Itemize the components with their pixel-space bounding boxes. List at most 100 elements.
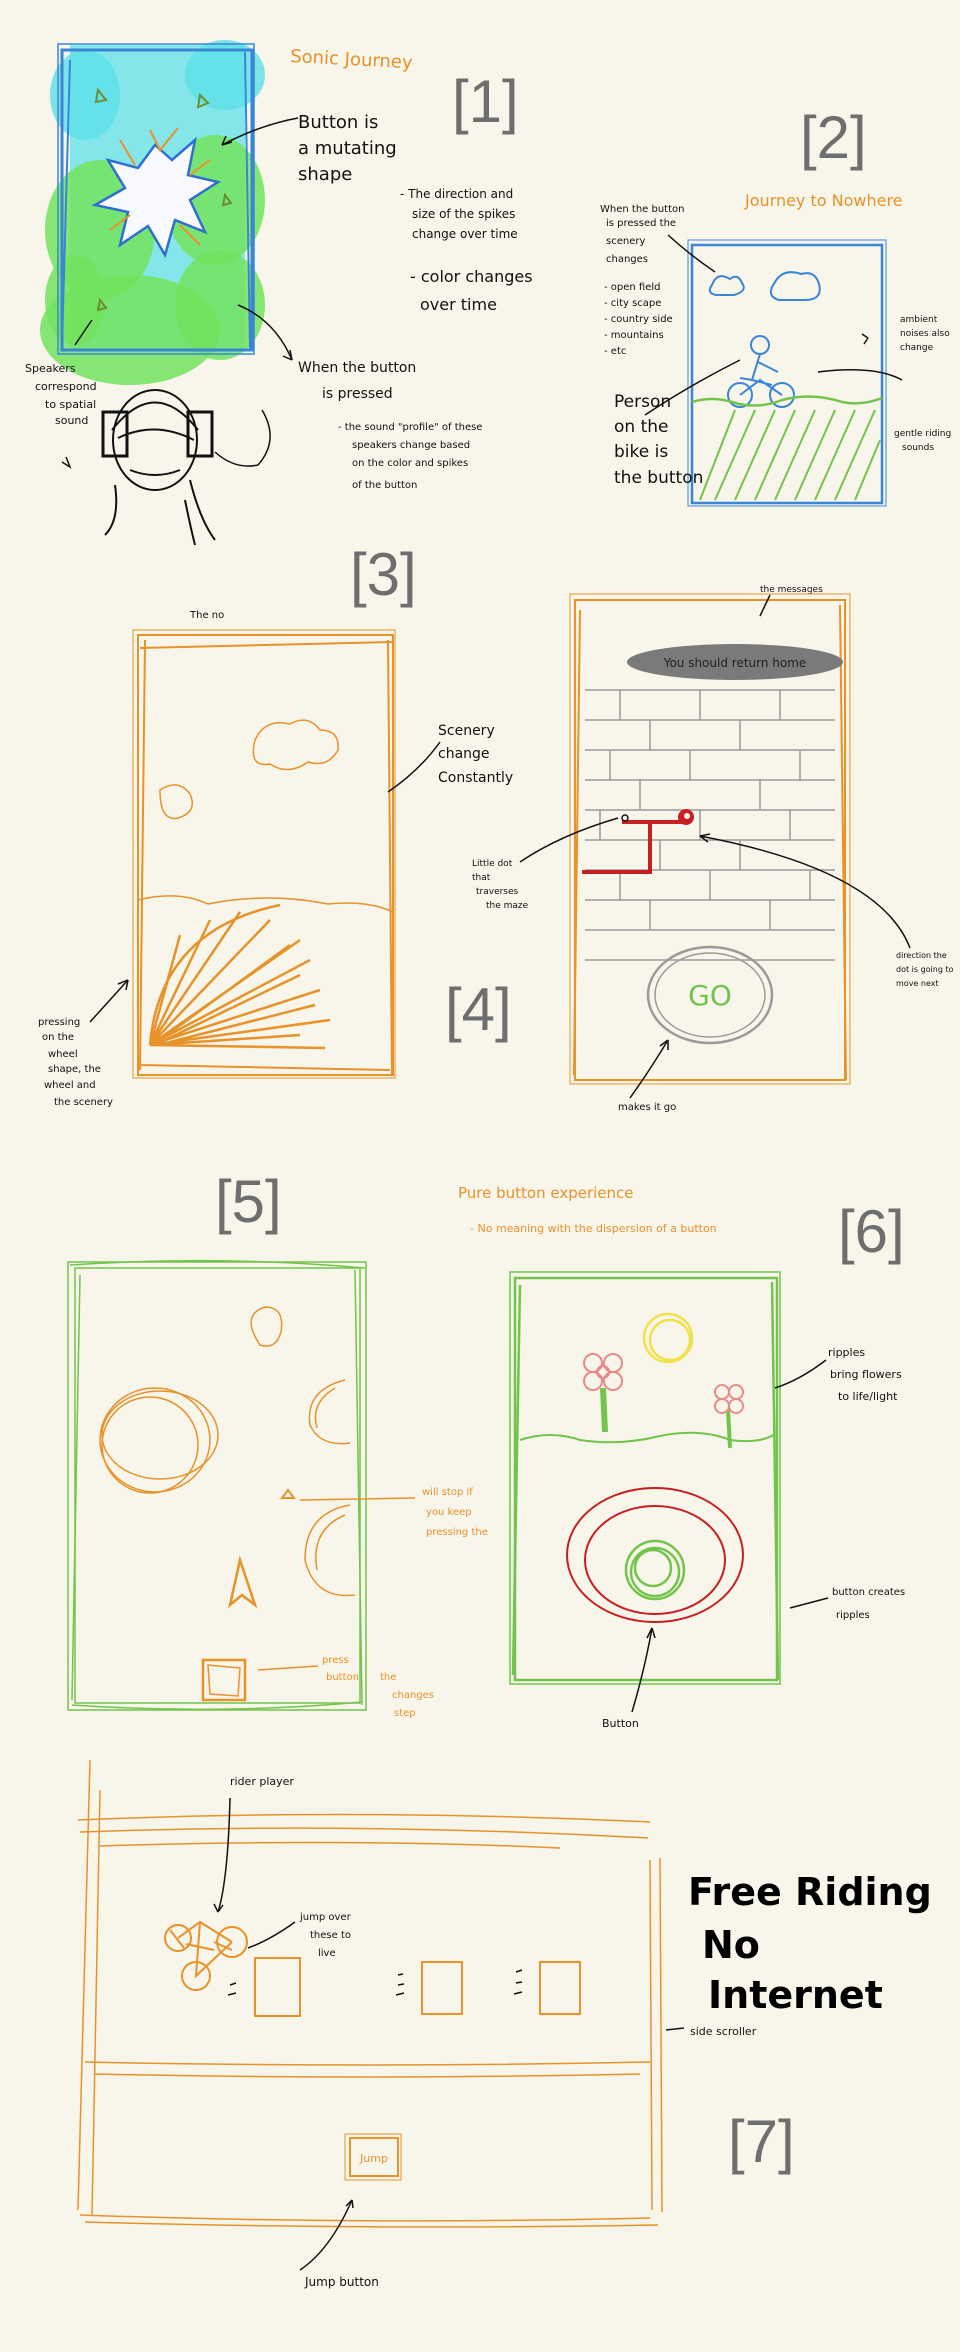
- note-ripples-flowers: ripples bring flowers to life/light: [828, 1346, 902, 1403]
- svg-text:on the: on the: [42, 1032, 74, 1043]
- note-jump-over: jump over these to live: [299, 1912, 352, 1959]
- svg-text:jump over: jump over: [299, 1912, 352, 1923]
- rider-player: [164, 1920, 248, 1991]
- svg-text:bring flowers: bring flowers: [830, 1368, 902, 1381]
- go-label: GO: [688, 979, 732, 1012]
- note-dot-direction: direction the dot is going to move next: [896, 951, 954, 988]
- sketch-5-number: [5]: [215, 1168, 282, 1235]
- svg-text:these to: these to: [310, 1930, 351, 1941]
- svg-text:traverses: traverses: [476, 887, 519, 897]
- jump-button-label: Jump: [359, 2152, 388, 2165]
- svg-text:button: button: [326, 1672, 359, 1683]
- sketch-2-hills: [691, 395, 883, 407]
- svg-text:is pressed: is pressed: [322, 386, 393, 402]
- svg-text:shape, the: shape, the: [48, 1064, 101, 1075]
- sketch-3-clouds: [137, 719, 394, 913]
- note-button: Button: [602, 1717, 639, 1730]
- sketch-5-shapes: [99, 1306, 356, 1702]
- note-little-dot: Little dot that traverses the maze: [472, 859, 529, 911]
- sketch-3-phone: [132, 629, 396, 1079]
- svg-text:move next: move next: [896, 979, 939, 988]
- maze-grid: [585, 689, 835, 961]
- svg-text:changes: changes: [606, 254, 648, 265]
- svg-text:Internet: Internet: [708, 1973, 883, 2017]
- sketch-2-arrows: [644, 234, 903, 416]
- svg-text:button creates: button creates: [832, 1587, 905, 1598]
- sketch-4: [4] the messages You should return home …: [445, 585, 954, 1113]
- note-spike-direction: - The direction and size of the spikes c…: [400, 187, 518, 241]
- svg-text:- The direction and: - The direction and: [400, 187, 513, 201]
- sketch-1-arrows: [61, 117, 299, 469]
- svg-text:- open field: - open field: [604, 282, 661, 293]
- svg-text:wheel and: wheel and: [44, 1080, 96, 1091]
- note-when-pressed: When the button is pressed: [298, 360, 416, 402]
- sketch-5-subtitle: - No meaning with the dispersion of a bu…: [470, 1222, 717, 1235]
- note-messages: the messages: [760, 585, 823, 595]
- svg-text:sound: sound: [55, 414, 88, 427]
- sketch-2-number: [2]: [800, 104, 867, 171]
- sketch-2-clouds: [708, 271, 821, 301]
- listener-with-headphones: [101, 389, 216, 546]
- svg-text:Constantly: Constantly: [438, 770, 513, 786]
- note-side-scroller: side scroller: [690, 2025, 757, 2038]
- svg-text:When the button: When the button: [600, 204, 684, 215]
- note-jump-button: Jump button: [304, 2275, 379, 2289]
- svg-text:Button is: Button is: [298, 112, 378, 133]
- sketch-4-phone: [569, 593, 851, 1085]
- note-sound-profile: - the sound "profile" of these speakers …: [338, 422, 482, 491]
- sketch-7-number: [7]: [728, 2108, 795, 2175]
- svg-text:wheel: wheel: [48, 1049, 78, 1060]
- svg-text:changes: changes: [392, 1690, 434, 1701]
- svg-text:ripples: ripples: [828, 1346, 865, 1359]
- sketch-1-title: Sonic Journey: [290, 46, 414, 73]
- svg-text:is pressed the: is pressed the: [606, 218, 676, 229]
- svg-text:will stop if: will stop if: [422, 1487, 473, 1498]
- svg-text:pressing: pressing: [38, 1017, 80, 1028]
- svg-text:noises also: noises also: [900, 329, 950, 339]
- free-riding-title: Free Riding No Internet: [688, 1870, 932, 2017]
- maze-path: [582, 820, 686, 874]
- sketch-5-phone: [67, 1259, 367, 1711]
- go-button[interactable]: GO: [646, 945, 774, 1045]
- svg-text:press: press: [322, 1655, 349, 1666]
- svg-text:speakers change based: speakers change based: [352, 440, 470, 451]
- note-person-bike: Person on the bike is the button: [614, 392, 703, 488]
- sketch-2-field: [699, 409, 881, 501]
- sketch-6-phone: [509, 1271, 781, 1685]
- svg-text:step: step: [394, 1708, 416, 1719]
- scenery-list: - open field - city scape - country side…: [604, 282, 673, 357]
- svg-text:ambient: ambient: [900, 315, 938, 325]
- sketch-6-number: [6]: [838, 1198, 905, 1265]
- svg-text:bike is: bike is: [614, 442, 668, 462]
- sketch-2: [2] Journey to Nowhere When the button i: [600, 104, 951, 507]
- svg-text:a mutating: a mutating: [298, 138, 397, 159]
- wheel-shape: [148, 903, 331, 1050]
- sun: [642, 1312, 694, 1364]
- svg-text:dot is going to: dot is going to: [896, 965, 954, 974]
- obstacles: [254, 1957, 581, 2017]
- sketch-6: [6]: [509, 1198, 905, 1730]
- sketch-3: [3] The no Scenery change Constantly pre…: [38, 541, 513, 1108]
- svg-text:sounds: sounds: [902, 443, 934, 453]
- ripple-button[interactable]: [624, 1539, 686, 1601]
- bike-rider-button: [727, 335, 795, 408]
- sketch-1: Sonic Journey [1] Button is a mutating s…: [25, 40, 533, 546]
- note-makes-it-go: makes it go: [618, 1102, 676, 1113]
- svg-text:- mountains: - mountains: [604, 330, 664, 341]
- jump-button[interactable]: [349, 2137, 399, 2177]
- speed-lines: [227, 1969, 523, 1996]
- svg-text:Little dot: Little dot: [472, 859, 513, 869]
- svg-text:- city scape: - city scape: [604, 298, 661, 309]
- svg-text:on the: on the: [614, 417, 668, 437]
- svg-text:Speakers: Speakers: [25, 362, 76, 375]
- svg-text:live: live: [318, 1948, 336, 1959]
- svg-text:size of the spikes: size of the spikes: [412, 207, 515, 221]
- sketch-3-arrows: [89, 741, 441, 1023]
- svg-text:the: the: [380, 1672, 396, 1683]
- svg-text:over time: over time: [420, 295, 497, 314]
- svg-text:change over time: change over time: [412, 227, 518, 241]
- svg-text:the maze: the maze: [486, 901, 529, 911]
- svg-text:on the color and spikes: on the color and spikes: [352, 458, 468, 469]
